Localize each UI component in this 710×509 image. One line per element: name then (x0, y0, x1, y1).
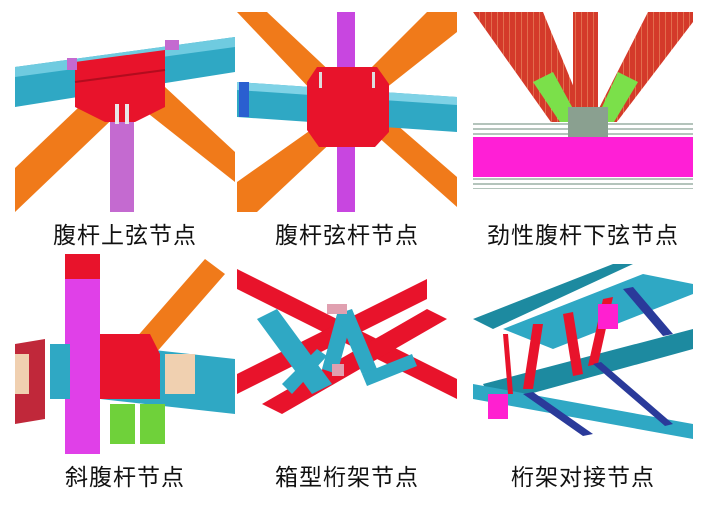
figure-caption: 桁架对接节点 (511, 465, 655, 491)
panel-truss-butt-joint-node: 桁架对接节点 (473, 254, 693, 504)
web-chord-node-illustration (237, 12, 457, 212)
panel-box-truss-node: 箱型桁架节点 (237, 254, 457, 504)
figure-caption: 腹杆上弦节点 (53, 223, 197, 249)
panel-composite-web-bottom-chord-node: 劲性腹杆下弦节点 (473, 12, 693, 262)
box-truss-node-illustration (237, 254, 457, 454)
figure-caption: 箱型桁架节点 (275, 465, 419, 491)
figure-caption: 腹杆弦杆节点 (275, 223, 419, 249)
diagonal-web-node-illustration (15, 254, 235, 454)
figure-caption: 劲性腹杆下弦节点 (487, 223, 679, 249)
panel-diagonal-web-node: 斜腹杆节点 (15, 254, 235, 504)
figure-caption: 斜腹杆节点 (65, 465, 185, 491)
panel-web-chord-node: 腹杆弦杆节点 (237, 12, 457, 262)
web-top-chord-node-illustration (15, 12, 235, 212)
truss-butt-joint-node-illustration (473, 254, 693, 454)
composite-web-bottom-chord-node-illustration (473, 12, 693, 212)
panel-web-top-chord-node: 腹杆上弦节点 (15, 12, 235, 262)
